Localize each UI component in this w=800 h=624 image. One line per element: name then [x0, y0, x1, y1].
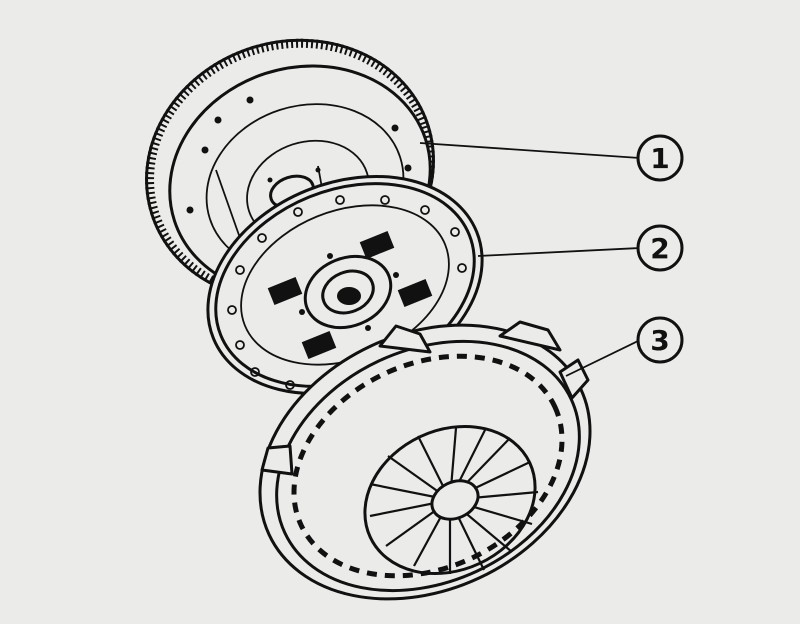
callout-1-label: 1 [650, 142, 669, 175]
callout-3-label: 3 [650, 324, 669, 357]
callout-3: 3 [636, 316, 684, 364]
callout-2-label: 2 [650, 232, 669, 265]
leader-lines [419, 142, 641, 377]
callout-1: 1 [636, 134, 684, 182]
callout-2: 2 [636, 224, 684, 272]
